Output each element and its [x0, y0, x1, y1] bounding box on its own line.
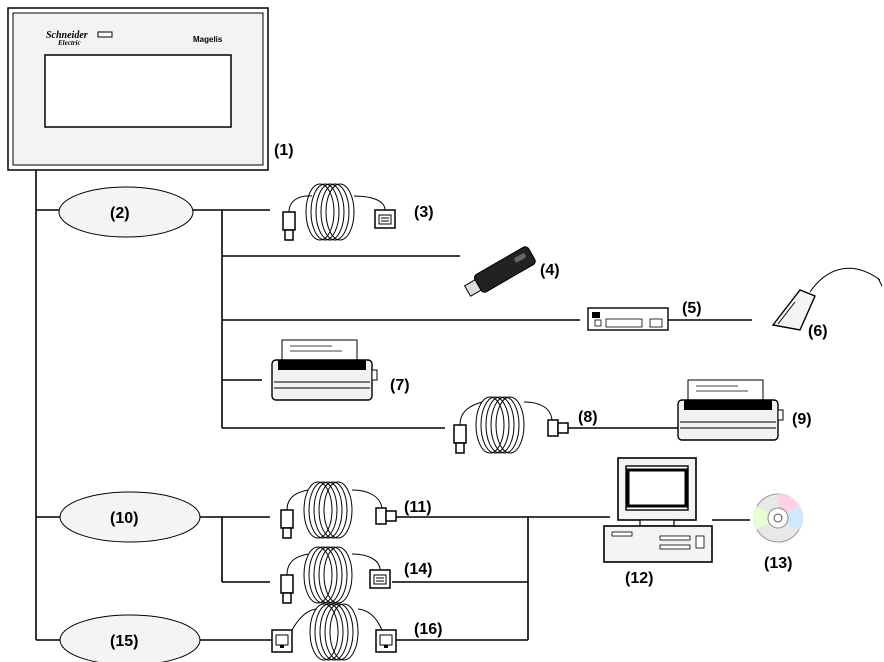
hmi-terminal: Schneider Electric Magelis	[7, 7, 269, 171]
barcode-reader	[771, 267, 883, 331]
ethernet-cable	[271, 603, 397, 661]
label-11: (11)	[404, 499, 432, 516]
serial-cable	[280, 481, 397, 539]
label-7: (7)	[390, 377, 410, 394]
pc-computer	[603, 457, 713, 563]
label-13: (13)	[764, 555, 792, 572]
label-6: (6)	[808, 323, 828, 340]
label-4: (4)	[540, 262, 560, 279]
label-5: (5)	[682, 300, 702, 317]
label-8: (8)	[578, 409, 598, 426]
usb-programming-cable	[280, 546, 391, 604]
label-12: (12)	[625, 570, 653, 587]
usb-port-ellipse	[58, 186, 194, 238]
printer-serial	[677, 379, 784, 441]
usb-hub	[587, 307, 669, 331]
label-10: (10)	[110, 510, 138, 527]
printer-usb	[271, 339, 378, 401]
usb-cable	[282, 183, 396, 241]
usb-serial-cable	[453, 396, 569, 454]
label-14: (14)	[404, 561, 432, 578]
model-name: Magelis	[193, 35, 223, 44]
brand-logo: Schneider	[46, 30, 88, 41]
cd-rom-icon	[752, 493, 804, 543]
label-2: (2)	[110, 205, 130, 222]
usb-key	[463, 246, 536, 297]
label-16: (16)	[414, 621, 442, 638]
label-15: (15)	[110, 633, 138, 650]
label-9: (9)	[792, 411, 812, 428]
label-1: (1)	[274, 142, 294, 159]
brand-logo-sub: Electric	[57, 39, 81, 47]
label-3: (3)	[414, 204, 434, 221]
